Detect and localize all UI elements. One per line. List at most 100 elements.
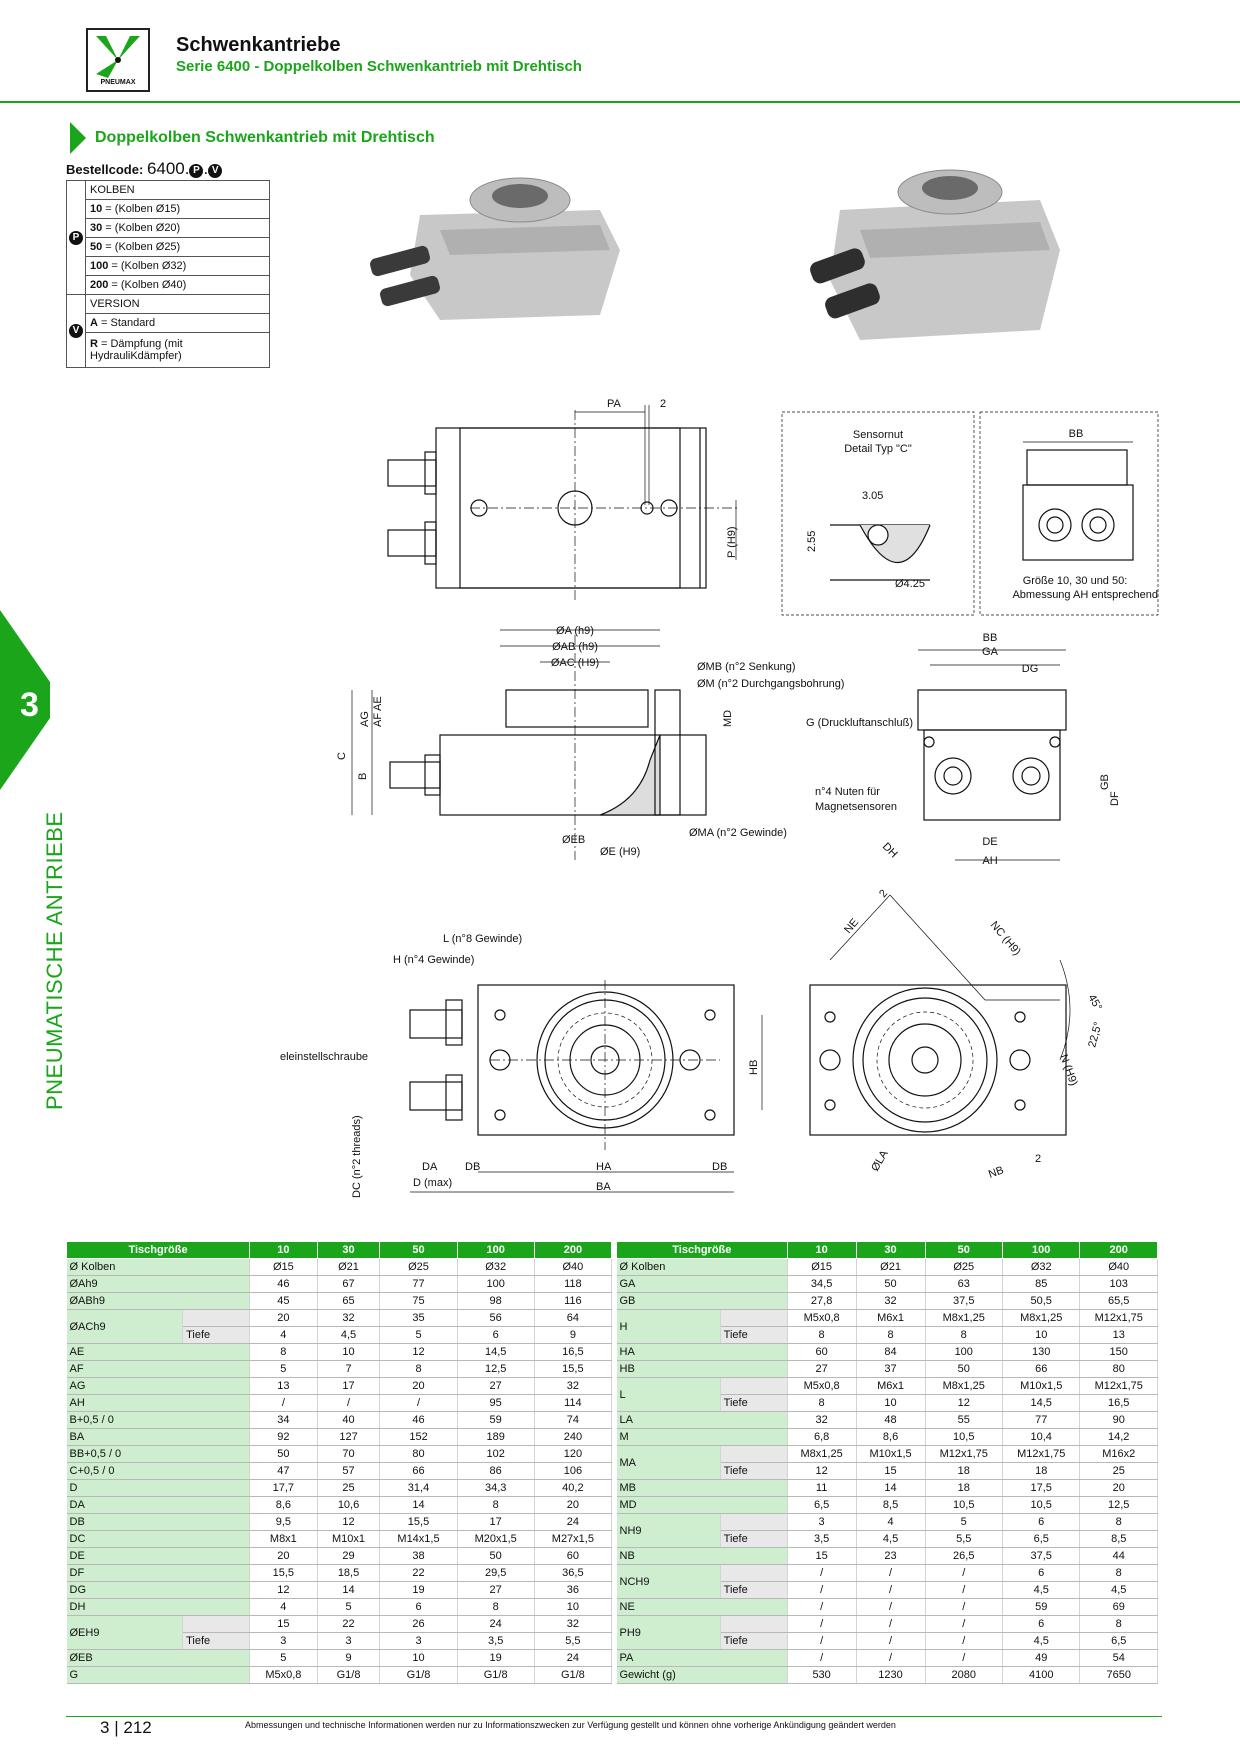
table-cell: M10x1,5	[856, 1445, 926, 1463]
row-label: DG	[66, 1581, 251, 1599]
label-de: DE	[982, 836, 997, 848]
table-cell: 20	[1079, 1479, 1158, 1497]
section-title: Doppelkolben Schwenkantrieb mit Drehtisc…	[95, 129, 435, 146]
table-cell: 8	[787, 1394, 857, 1412]
front-section-view	[351, 629, 707, 860]
table-cell: 50	[249, 1445, 318, 1463]
row-label: PH9	[616, 1615, 721, 1650]
row-label: B+0,5 / 0	[66, 1411, 251, 1429]
table-cell: Ø25	[925, 1258, 1003, 1276]
logo-text: PNEUMAX	[100, 79, 136, 86]
label-h: H (n°4 Gewinde)	[393, 954, 474, 966]
table-cell: 8	[925, 1326, 1003, 1344]
page-number: 3 | 212	[100, 1718, 152, 1737]
row-label: MA	[616, 1445, 721, 1480]
table-cell: 130	[1002, 1343, 1081, 1361]
table-cell: 9,5	[249, 1513, 318, 1531]
table-cell: 10,5	[1002, 1496, 1081, 1514]
table-cell: Ø15	[787, 1258, 857, 1276]
table-cell: 10	[856, 1394, 926, 1412]
row-label: NH9	[616, 1513, 721, 1548]
label-ah: AH	[982, 855, 997, 867]
table-cell: 47	[249, 1462, 318, 1480]
table-cell: 66	[1002, 1360, 1081, 1378]
table-cell: 15,5	[249, 1564, 318, 1582]
label-305: 3.05	[862, 490, 883, 502]
table-cell: 6,5	[787, 1496, 857, 1514]
table-cell: G1/8	[457, 1666, 535, 1684]
row-label: G	[66, 1666, 251, 1684]
table-cell: /	[925, 1615, 1003, 1633]
column-header: 100	[1001, 1241, 1081, 1259]
table-cell: 3	[787, 1513, 857, 1531]
table-cell: 6,5	[1079, 1632, 1158, 1650]
table-cell: 80	[1079, 1360, 1158, 1378]
footer-disclaimer: Abmessungen und technische Informationen…	[245, 1720, 896, 1730]
table-cell: 69	[1079, 1598, 1158, 1616]
label-la: ØLA	[869, 1148, 891, 1174]
row-label: BB+0,5 / 0	[66, 1445, 251, 1463]
row-label: L	[616, 1377, 721, 1412]
table-cell: 27	[457, 1581, 535, 1599]
table-cell: 18,5	[317, 1564, 381, 1582]
table-cell: 5	[249, 1360, 318, 1378]
table-cell: 36,5	[534, 1564, 613, 1582]
row-sublabel: Tiefe	[720, 1581, 788, 1599]
kolben-head: KOLBEN	[85, 180, 270, 200]
row-label: DE	[66, 1547, 251, 1565]
row-label: HA	[616, 1343, 788, 1361]
table-cell: 8	[457, 1496, 535, 1514]
label-magnetsensoren: Magnetsensoren	[815, 801, 897, 813]
label-ha: HA	[596, 1161, 612, 1173]
row-label: DB	[66, 1513, 251, 1531]
row-label: ØEH9	[66, 1615, 184, 1650]
table-cell: 6,8	[787, 1428, 857, 1446]
table-cell: Ø15	[249, 1258, 318, 1276]
table-cell: /	[856, 1564, 926, 1582]
label-g: G (Druckluftanschluß)	[806, 717, 913, 729]
page-title: Schwenkantriebe	[176, 34, 341, 56]
row-label: NB	[616, 1547, 788, 1565]
table-cell: 12	[787, 1462, 857, 1480]
table-cell: M12x1,75	[1079, 1309, 1158, 1327]
table-cell: M27x1,5	[534, 1530, 613, 1548]
table-cell: 23	[856, 1547, 926, 1565]
table-cell: 27,8	[787, 1292, 857, 1310]
table-cell: 46	[249, 1275, 318, 1293]
table-cell: 17	[457, 1513, 535, 1531]
table-cell: /	[856, 1598, 926, 1616]
row-label: AE	[66, 1343, 251, 1361]
label-ga: GA	[982, 646, 999, 658]
table-cell: G1/8	[379, 1666, 458, 1684]
table-cell: 34,3	[457, 1479, 535, 1497]
table-cell: 10	[1002, 1326, 1081, 1344]
table-cell: 22	[379, 1564, 458, 1582]
version-option: A = Standard	[85, 313, 270, 333]
table-cell: 35	[379, 1309, 458, 1327]
table-cell: M14x1,5	[379, 1530, 458, 1548]
table-cell: 27	[787, 1360, 857, 1378]
version-head: VERSION	[85, 294, 270, 314]
table-cell: 1230	[856, 1666, 926, 1684]
table-cell: /	[925, 1581, 1003, 1599]
row-label: ØACh9	[66, 1309, 184, 1344]
table-cell: /	[856, 1632, 926, 1650]
table-cell: /	[925, 1564, 1003, 1582]
table-cell: M5x0,8	[787, 1377, 857, 1395]
row-label: M	[616, 1428, 788, 1446]
table-cell: 65	[317, 1292, 381, 1310]
table-cell: 20	[249, 1309, 318, 1327]
column-header: 100	[456, 1241, 535, 1259]
table-cell: /	[787, 1564, 857, 1582]
table-cell: Ø40	[534, 1258, 613, 1276]
